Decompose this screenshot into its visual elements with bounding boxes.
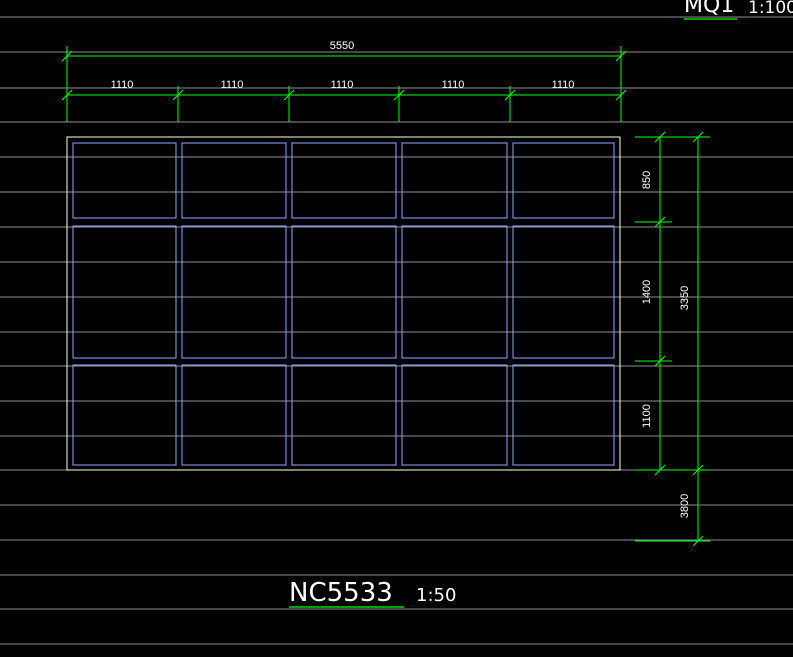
- column-dim-tick: [283, 89, 295, 101]
- right-dimension-chain: 850 1400 1100 3350 3800: [635, 131, 710, 547]
- column-dim-tick: [504, 89, 516, 101]
- window-panel: [72, 364, 177, 466]
- window-panel: [181, 142, 287, 219]
- window-panel: [401, 364, 508, 466]
- window-panel: [512, 142, 615, 219]
- column-dim-tick: [615, 89, 627, 101]
- overall-dim-tick: [692, 464, 704, 476]
- dim-tick: [615, 50, 627, 62]
- dim-tick: [61, 50, 73, 62]
- overall-dim-tick: [692, 535, 704, 547]
- overall-dim-tick: [692, 131, 704, 143]
- column-width-label-1: 1110: [111, 79, 134, 91]
- column-dim-tick: [393, 89, 405, 101]
- sill-height-label: 3800: [679, 494, 691, 518]
- window-panel: [401, 225, 508, 359]
- window-panel: [401, 142, 508, 219]
- window-panel: [72, 142, 177, 219]
- overall-width-label: 5550: [330, 40, 354, 52]
- window-panel: [291, 364, 397, 466]
- window-panel: [512, 225, 615, 359]
- window-panel: [291, 142, 397, 219]
- row-height-label-3: 1100: [641, 404, 653, 428]
- drawing-title: NC5533: [289, 578, 393, 608]
- column-width-label-3: 1110: [331, 79, 354, 91]
- column-dim-tick: [172, 89, 184, 101]
- window-panels: [72, 142, 615, 466]
- row-dim-ticks: [635, 131, 710, 547]
- column-width-label-2: 1110: [221, 79, 244, 91]
- column-width-label-5: 1110: [552, 79, 575, 91]
- column-dim-ticks: [61, 86, 627, 122]
- window-panel: [181, 364, 287, 466]
- top-dimension-chain: 5550 1110 1110 1110 1110 1110: [61, 40, 627, 122]
- window-panel: [72, 225, 177, 359]
- column-dim-tick: [61, 89, 73, 101]
- header-title: MQ1: [684, 0, 734, 18]
- row-dim-tick: [654, 355, 666, 367]
- window-panel: [512, 364, 615, 466]
- row-dim-tick: [654, 216, 666, 228]
- overall-height-label: 3350: [679, 286, 691, 310]
- row-height-label-2: 1400: [641, 280, 653, 304]
- window-outer-frame: [66, 136, 621, 471]
- column-width-label-4: 1110: [442, 79, 465, 91]
- window-panel: [291, 225, 397, 359]
- header-title-block: MQ1 1:100: [684, 0, 793, 20]
- header-scale: 1:100: [748, 0, 793, 18]
- drawing-title-block: NC5533 1:50: [289, 578, 456, 608]
- row-height-label-1: 850: [641, 171, 653, 189]
- window-panel: [181, 225, 287, 359]
- drawing-scale: 1:50: [416, 585, 456, 606]
